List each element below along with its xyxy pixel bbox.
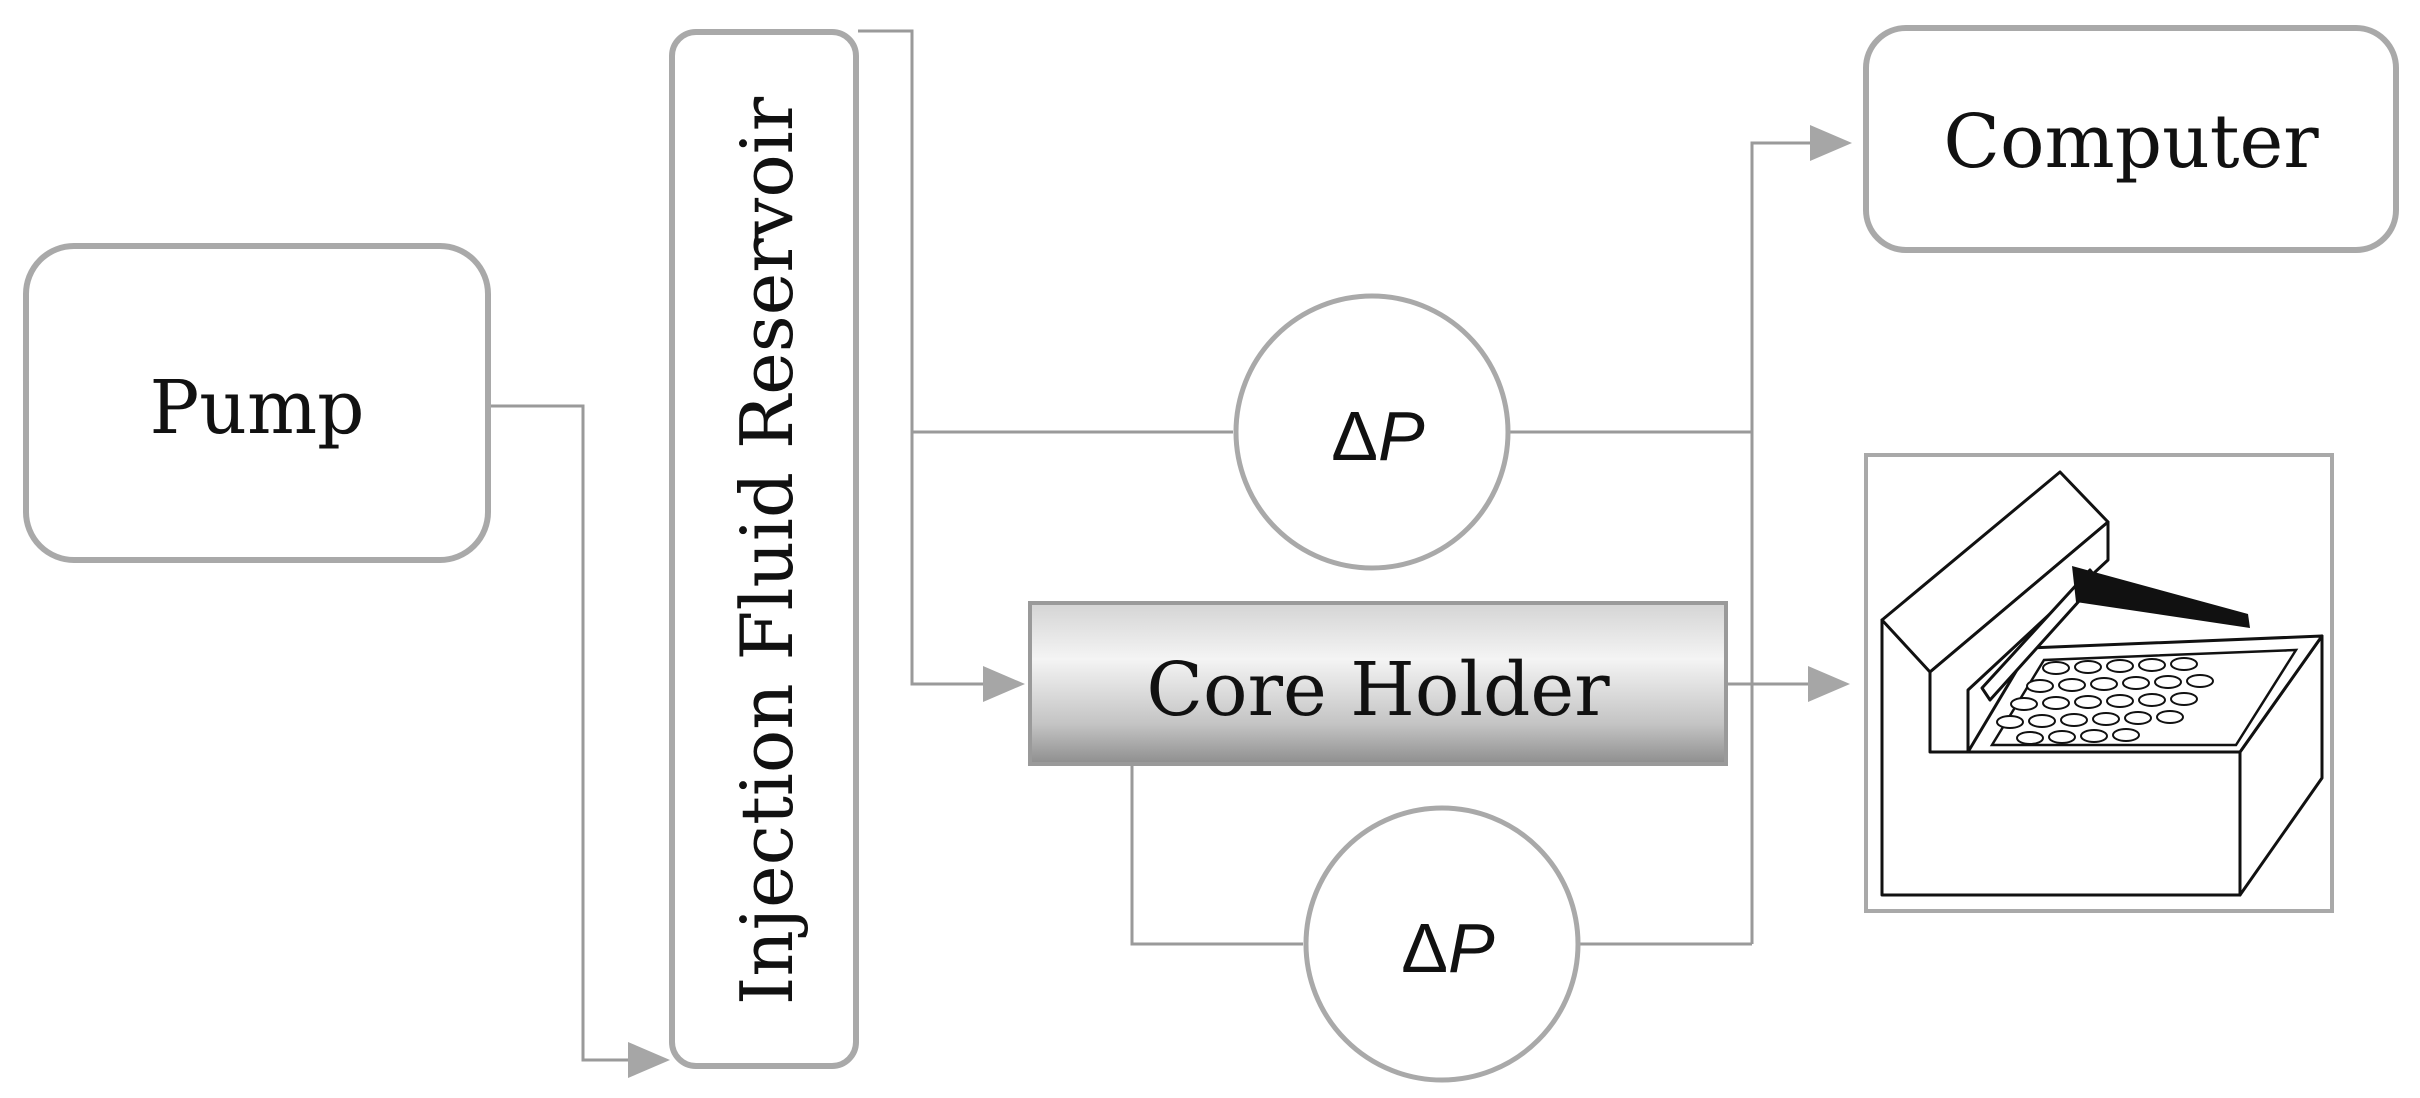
core-holder-box: Core Holder (1028, 601, 1728, 766)
pressure-variable: P (1378, 397, 1425, 475)
svg-text:ΔP: ΔP (1331, 397, 1425, 475)
computer-box: Computer (1863, 25, 2399, 253)
bus-to-computer-line (1750, 141, 1812, 944)
arrow-into-computer-icon (1810, 125, 1852, 161)
delta-symbol: Δ (1331, 397, 1378, 475)
pressure-gauge-top: ΔP (1233, 293, 1511, 571)
pump-box: Pump (23, 243, 491, 563)
arrowheads (628, 125, 1852, 1078)
pump-to-reservoir-line (490, 404, 630, 1062)
delta-symbol: Δ (1401, 909, 1448, 987)
fraction-collector-icon (1864, 453, 2334, 913)
reservoir-box: Injection Fluid Reservoir (669, 29, 859, 1069)
connection-lines (490, 29, 1812, 1062)
reservoir-label: Injection Fluid Reservoir (725, 96, 809, 1005)
pressure-gauge-bottom: ΔP (1303, 805, 1581, 1083)
core-holder-to-bottom-gauge-line (1130, 764, 1303, 946)
arrow-into-reservoir-icon (628, 1042, 670, 1078)
tube-rack (1996, 657, 2214, 745)
computer-label: Computer (1943, 99, 2319, 185)
arrow-into-core-holder-icon (983, 666, 1025, 702)
pressure-variable: P (1448, 909, 1495, 987)
arrow-into-collector-icon (1808, 666, 1850, 702)
pump-label: Pump (150, 365, 365, 451)
svg-text:ΔP: ΔP (1401, 909, 1495, 987)
reservoir-outlet-line (858, 29, 985, 686)
core-holder-label: Core Holder (1146, 647, 1610, 733)
